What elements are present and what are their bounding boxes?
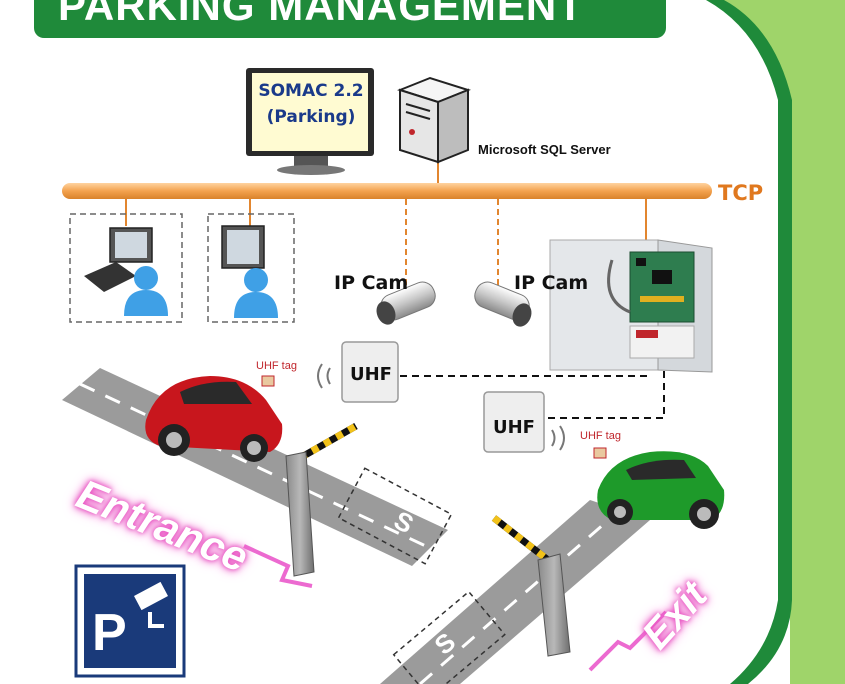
software-module: (Parking) [266,107,356,127]
ip-camera-label-1: IP Cam [334,272,409,294]
uhf-tag-chip-icon [593,447,607,459]
barrier-gate-icon [285,422,358,577]
right-border-decoration [706,0,845,684]
uhf-tag-label-1: UHF tag [256,360,297,372]
exit-arrow-icon [588,610,668,672]
computer-monitor-icon [246,68,374,175]
car-icon [597,451,725,529]
entrance-arrow-icon [243,544,313,588]
server-label: Microsoft SQL Server [478,142,611,157]
barrier-gate-icon [491,515,571,657]
uhf-tag-chip-icon [261,375,275,387]
parking-camera-sign-icon: P [74,564,186,678]
uhf-reader-label-1: UHF [350,364,392,385]
ip-camera-icon [474,281,532,327]
uhf-reader-icon [317,341,399,403]
svg-text:P: P [92,604,127,662]
network-connections [125,162,647,286]
title-banner [34,0,666,38]
software-name: SOMAC 2.2 [258,81,364,101]
somac-screen-label: SOMAC 2.2 (Parking) [252,72,370,152]
tcp-network-bus [62,183,712,199]
uhf-tag-label-2: UHF tag [580,430,621,442]
server-tower-icon [397,76,471,164]
uhf-reader-label-2: UHF [493,417,535,438]
ip-camera-icon [376,281,436,325]
network-label: TCP [718,181,764,205]
page-title: PARKING MANAGEMENT [58,0,584,29]
car-icon [145,376,283,462]
uhf-reader-icon [483,391,565,453]
workstation-user-icon [69,213,183,323]
exit-road: S [380,500,650,684]
ip-camera-label-2: IP Cam [514,272,589,294]
workstation-user-icon [207,213,295,323]
controller-panel-icon [549,239,713,373]
